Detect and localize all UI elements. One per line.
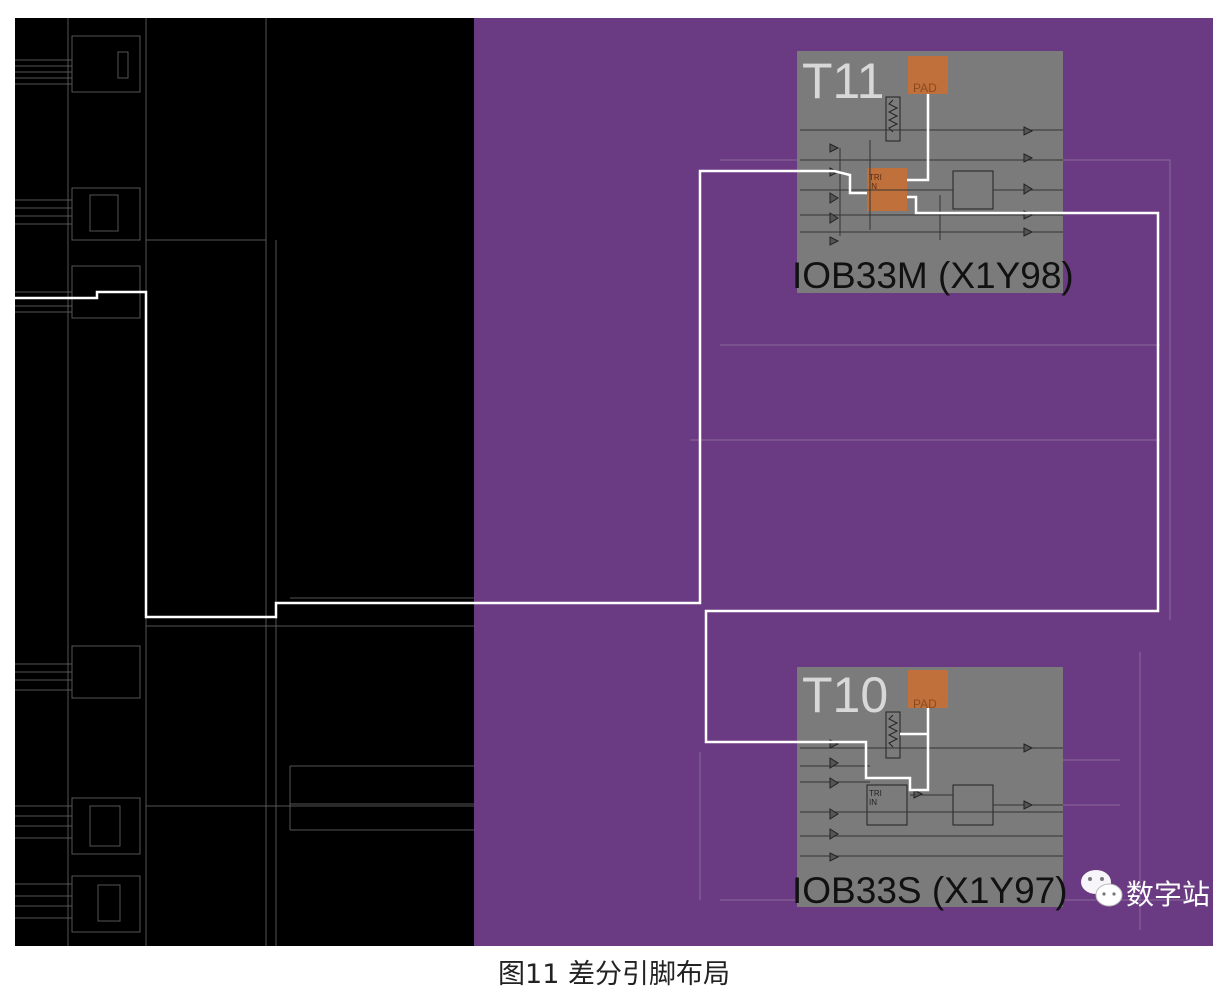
fpga-device-view: T11 PAD TRI IN IOB33M (X1Y98) T10 PAD TR… [15, 18, 1213, 946]
site-name-t10: IOB33S (X1Y97) [792, 870, 1068, 911]
differential-route[interactable] [15, 94, 1160, 792]
watermark: 数字站 [1081, 870, 1210, 911]
site-name-t11: IOB33M (X1Y98) [792, 255, 1074, 296]
black-region [15, 18, 474, 946]
pad-label-t11: PAD [913, 81, 937, 95]
pin-label-t10: T10 [802, 667, 888, 723]
svg-text:IN: IN [869, 182, 877, 191]
site-t10[interactable]: T10 PAD TRI IN IOB33S (X1Y97) [792, 667, 1068, 911]
pullup-resistor-icon [885, 96, 901, 142]
figure-caption: 图11 差分引脚布局 [498, 959, 730, 990]
watermark-text: 数字站 [1126, 878, 1210, 911]
site-t11[interactable]: T11 PAD TRI IN IOB33M (X1Y98) [792, 51, 1074, 296]
pad-t11[interactable] [908, 56, 948, 94]
svg-text:IN: IN [869, 798, 877, 807]
pin-label-t11: T11 [802, 53, 884, 109]
wechat-icon [1081, 870, 1123, 907]
pad-t10[interactable] [908, 670, 948, 708]
buffer-label-t11: TRI [869, 173, 882, 182]
ibuf-t10[interactable] [866, 784, 908, 826]
buffer-icons [829, 126, 1034, 246]
pad-label-t10: PAD [913, 697, 937, 711]
svg-text:TRI: TRI [869, 789, 882, 798]
